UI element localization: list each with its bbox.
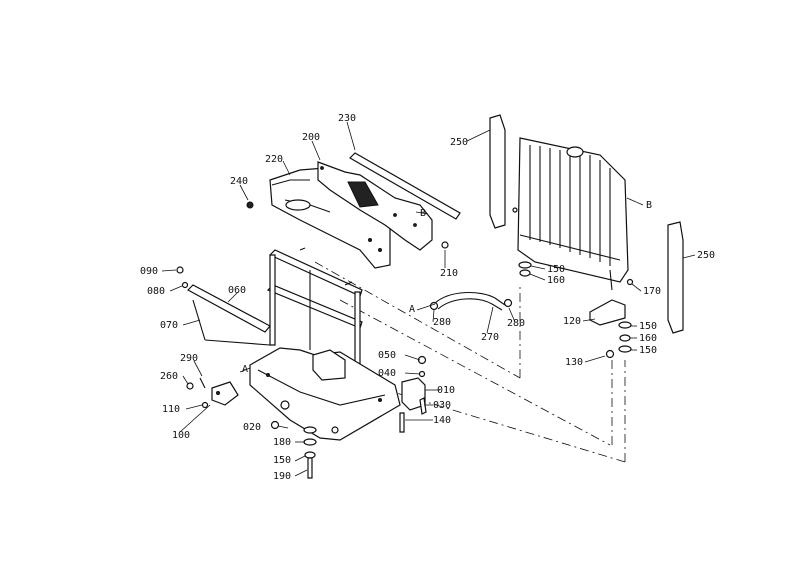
callout-010: 010 [437,385,455,396]
callout-220: 220 [265,154,283,165]
callout-160-a: 160 [547,275,565,286]
seal-strip [349,152,461,220]
ref-b-shroud: B [420,208,426,219]
callout-250-b: 250 [697,250,715,261]
callout-260: 260 [160,371,178,382]
side-seal-right [667,221,684,334]
radiator-guard-frame [266,247,363,421]
callout-080: 080 [147,286,165,297]
lower-mount-bracket [589,299,626,326]
radiator-hose [429,291,513,311]
callout-230: 230 [338,113,356,124]
side-seal-left [489,114,506,229]
radiator-base-plate [249,347,401,441]
ref-b-radiator: B [646,200,652,211]
callout-150-d: 150 [273,455,291,466]
callout-250-a: 250 [450,137,468,148]
callout-110: 110 [162,404,180,415]
callout-150-b: 150 [639,321,657,332]
callout-030: 030 [433,400,451,411]
callout-100: 100 [172,430,190,441]
callout-210: 210 [440,268,458,279]
screw-210 [441,241,449,249]
callout-060: 060 [228,285,246,296]
radiator-core [517,137,629,291]
callout-170: 170 [643,286,661,297]
callout-020: 020 [243,422,261,433]
callout-200: 200 [302,132,320,143]
callout-140: 140 [433,415,451,426]
ref-a-base: A [242,364,248,375]
callout-040: 040 [378,368,396,379]
callout-240: 240 [230,176,248,187]
callout-160-b: 160 [639,333,657,344]
callout-190: 190 [273,471,291,482]
shroud-side-panel [317,161,433,251]
leader-lines [161,121,696,477]
callout-270: 270 [481,332,499,343]
callout-280-a: 280 [433,317,451,328]
bolt-240 [246,201,254,209]
rubber-mount-cushions [303,261,632,459]
bracket-100 [211,381,239,406]
callout-120: 120 [563,316,581,327]
ref-a-hose: A [409,304,415,315]
callout-050: 050 [378,350,396,361]
callout-290: 290 [180,353,198,364]
callout-070: 070 [160,320,178,331]
callout-130: 130 [565,357,583,368]
callout-280-b: 280 [507,318,525,329]
callout-labels: 010 020 030 040 050 060 070 080 090 100 … [140,113,715,482]
callout-090: 090 [140,266,158,277]
callout-150-a: 150 [547,264,565,275]
callout-180: 180 [273,437,291,448]
callout-150-c: 150 [639,345,657,356]
fasteners [176,207,634,479]
